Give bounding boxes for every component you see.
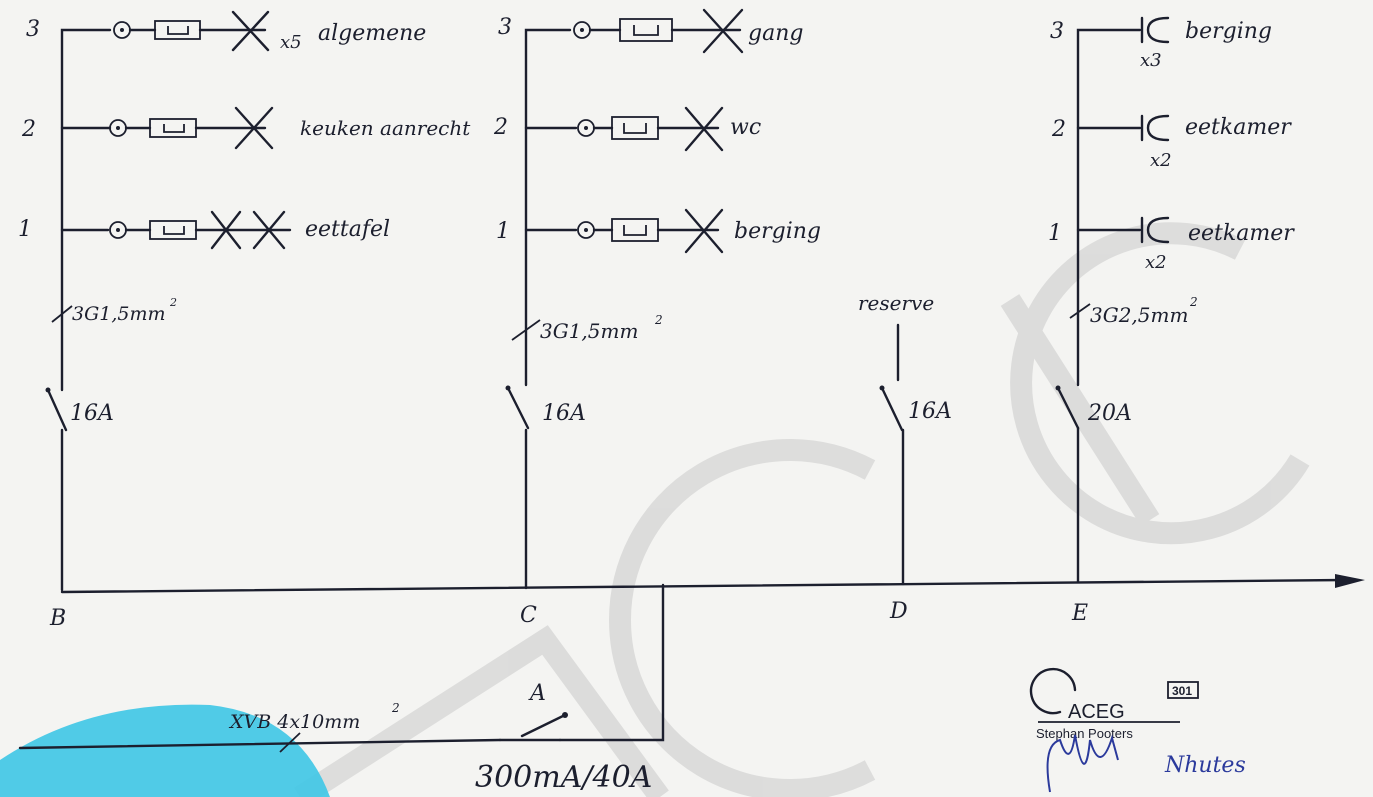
relay-icon [149,220,197,240]
lamp-icon [210,210,242,250]
breaker-c-icon [506,386,530,430]
socket-icon [1140,114,1170,142]
circuit-e1-mult: x2 [1145,252,1167,273]
main-feed: A 300mA/40A XVB 4x10mm 2 [18,583,665,795]
relay-icon [611,218,659,242]
circuit-b2-num: 2 [21,117,36,142]
cable-c: 3G1,5mm [540,319,638,343]
circuit-e3-mult: x3 [1140,50,1162,71]
circuit-b1-num: 1 [18,217,32,242]
cable-e: 3G2,5mm [1090,303,1188,327]
breaker-c-rating: 16A [542,401,586,426]
circuit-c1-num: 1 [496,219,510,244]
stamp-signature: Nhutes [1164,753,1246,778]
cable-e-exp: 2 [1189,295,1198,309]
circuit-c3-num: 3 [498,15,512,40]
group-d: reserve 16A D [858,291,952,624]
relay-icon [619,18,673,42]
socket-icon [1140,216,1170,244]
lamp-icon [231,10,270,52]
group-e-label: E [1071,601,1088,626]
aceg-logo-icon [1029,667,1077,715]
stamp-name: Stephan Pooters [1036,726,1133,741]
circuit-e1-label: eetkamer [1188,221,1295,246]
main-rating: 300mA/40A [475,760,652,795]
circuit-b3-label: algemene [318,21,426,46]
circuit-e2-label: eetkamer [1185,115,1292,140]
lamp-icon [702,8,744,54]
breaker-e-icon [1056,386,1080,430]
group-d-label: D [889,599,908,624]
lamp-icon [252,210,286,250]
main-breaker-switch-icon [520,713,567,738]
group-b-label: B [49,606,66,631]
circuit-c1-label: berging [734,219,821,244]
circuit-e2-mult: x2 [1150,150,1172,171]
cyan-mark [0,704,330,797]
breaker-b-icon [46,388,68,432]
reserve-note: reserve [858,291,934,315]
main-busbar [60,574,1365,594]
circuit-c2-label: wc [730,115,761,140]
circuit-e1-num: 1 [1048,221,1062,246]
circuit-b2-label: keuken aanrecht [300,116,471,140]
signature-icon [1046,734,1119,793]
circuit-b3-mult: x5 [280,32,302,53]
relay-icon [149,118,197,138]
circuit-c2-num: 2 [493,115,508,140]
group-c-label: C [520,603,537,628]
breaker-d-icon [880,386,904,432]
aceg-watermark [294,222,1310,797]
circuit-b1-label: eettafel [305,217,390,242]
relay-icon [154,20,201,40]
bus-arrow-icon [1335,574,1365,588]
group-e: 20A 3G2,5mm 2 E 3 x3 berging 2 x2 eetkam… [1048,16,1295,626]
lamp-icon [684,208,724,254]
main-label: A [528,681,546,706]
cable-c-exp: 2 [654,313,663,327]
group-b: 16A 3G1,5mm 2 B 3 x5 algemene 2 keuken a… [18,10,471,631]
cable-b: 3G1,5mm [72,303,166,325]
stamp-brand: ACEG [1068,701,1125,723]
main-cable-label: XVB 4x10mm [228,711,360,733]
breaker-b-rating: 16A [70,401,114,426]
inspector-stamp: ACEG 301 Stephan Pooters Nhutes [1029,667,1246,793]
circuit-c3-label: gang [748,21,803,46]
circuit-e3-label: berging [1185,19,1272,44]
breaker-d-rating: 16A [908,399,952,424]
socket-icon [1140,16,1170,44]
circuit-e2-num: 2 [1051,117,1066,142]
cable-b-exp: 2 [169,296,177,309]
circuit-e3-num: 3 [1050,19,1064,44]
lamp-icon [234,106,274,150]
main-cable-exp: 2 [391,701,400,715]
circuit-b3-num: 3 [26,17,40,42]
group-c: 16A 3G1,5mm 2 C 3 gang 2 wc 1 berging [493,8,821,628]
stamp-number: 301 [1172,684,1192,698]
lamp-icon [684,106,724,152]
breaker-e-rating: 20A [1087,401,1132,426]
relay-icon [611,116,659,140]
